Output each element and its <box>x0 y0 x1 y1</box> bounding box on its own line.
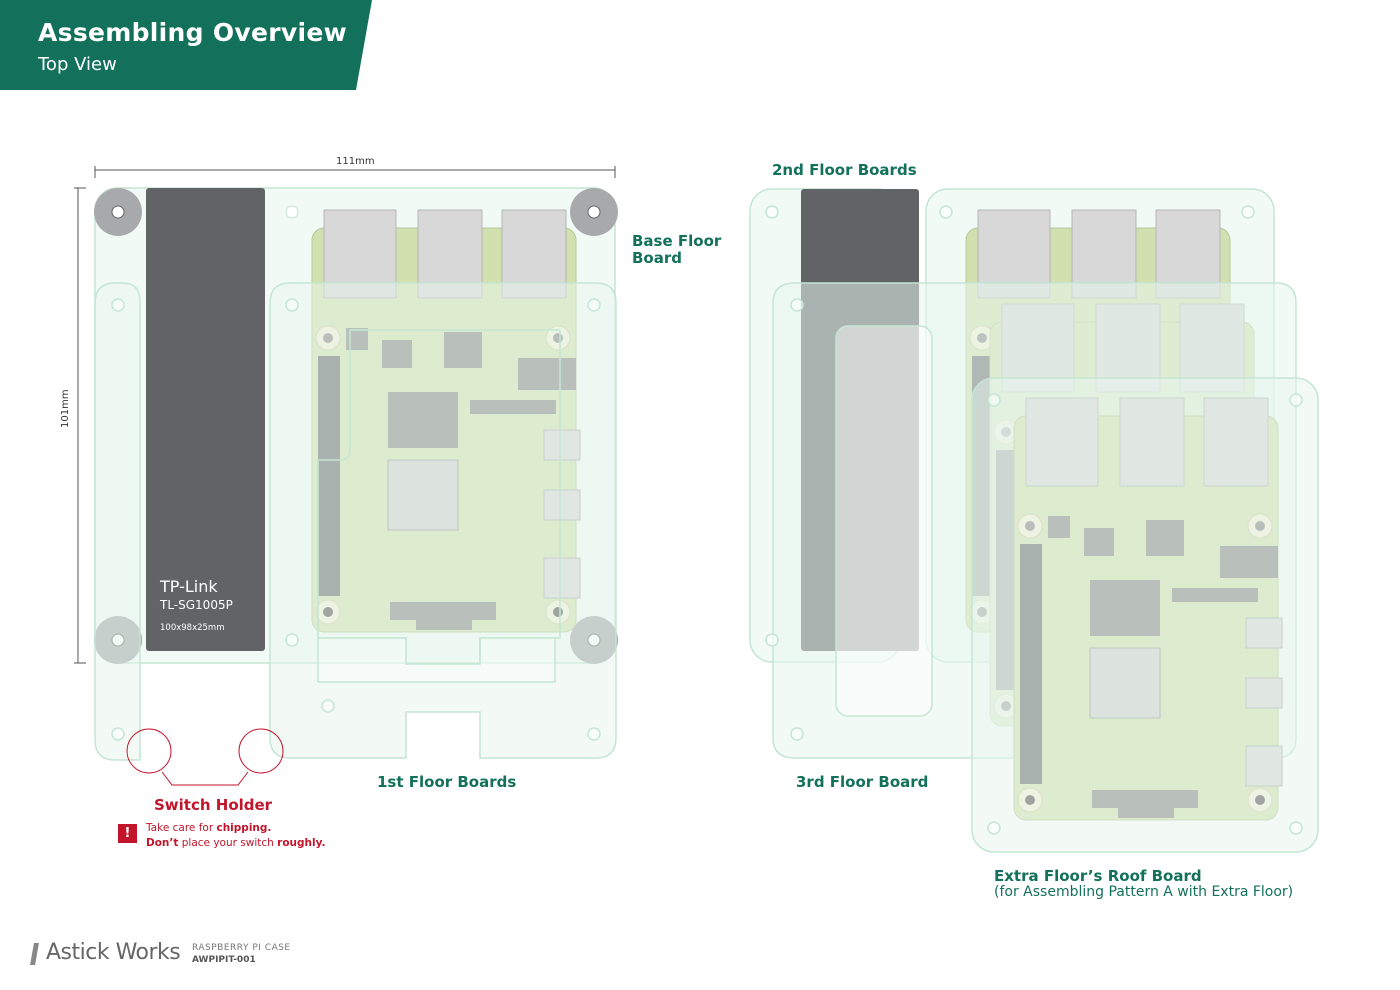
base-floor-label-line2: Board <box>632 249 682 267</box>
base-floor-label-line1: Base Floor <box>632 232 722 250</box>
switch-holder-title: Switch Holder <box>154 796 273 814</box>
page-subtitle: Top View <box>38 54 117 75</box>
switch-brand: TP-Link <box>160 577 218 596</box>
header-banner: Assembling Overview Top View <box>0 0 372 90</box>
extra-floor-roof-board <box>971 377 1319 853</box>
switch-model: TL-SG1005P <box>160 598 233 612</box>
height-dimension-label: 101mm <box>60 389 71 428</box>
dimension-lines <box>74 166 616 664</box>
warning-icon: ! <box>118 824 137 843</box>
switch-body <box>146 188 265 651</box>
width-dimension-label: 111mm <box>336 156 375 167</box>
switch-size: 100x98x25mm <box>160 623 225 633</box>
extra-roof-sublabel: (for Assembling Pattern A with Extra Flo… <box>994 884 1294 900</box>
warning-line-2: Don’t place your switch roughly. <box>146 837 326 849</box>
third-floor-label: 3rd Floor Board <box>796 773 929 791</box>
page-title: Assembling Overview <box>38 18 347 47</box>
first-floor-label: 1st Floor Boards <box>377 773 517 791</box>
switch-holder-markers <box>126 728 284 786</box>
product-code: AWPIPIT-001 <box>192 955 256 965</box>
brand-name: Astick Works <box>46 940 181 965</box>
product-name: RASPBERRY PI CASE <box>192 943 291 953</box>
second-floor-label: 2nd Floor Boards <box>772 161 917 179</box>
warning-line-1: Take care for chipping. <box>146 822 272 834</box>
header-background <box>0 0 372 90</box>
first-floor-boards <box>94 282 617 761</box>
extra-roof-label: Extra Floor’s Roof Board <box>994 867 1202 885</box>
